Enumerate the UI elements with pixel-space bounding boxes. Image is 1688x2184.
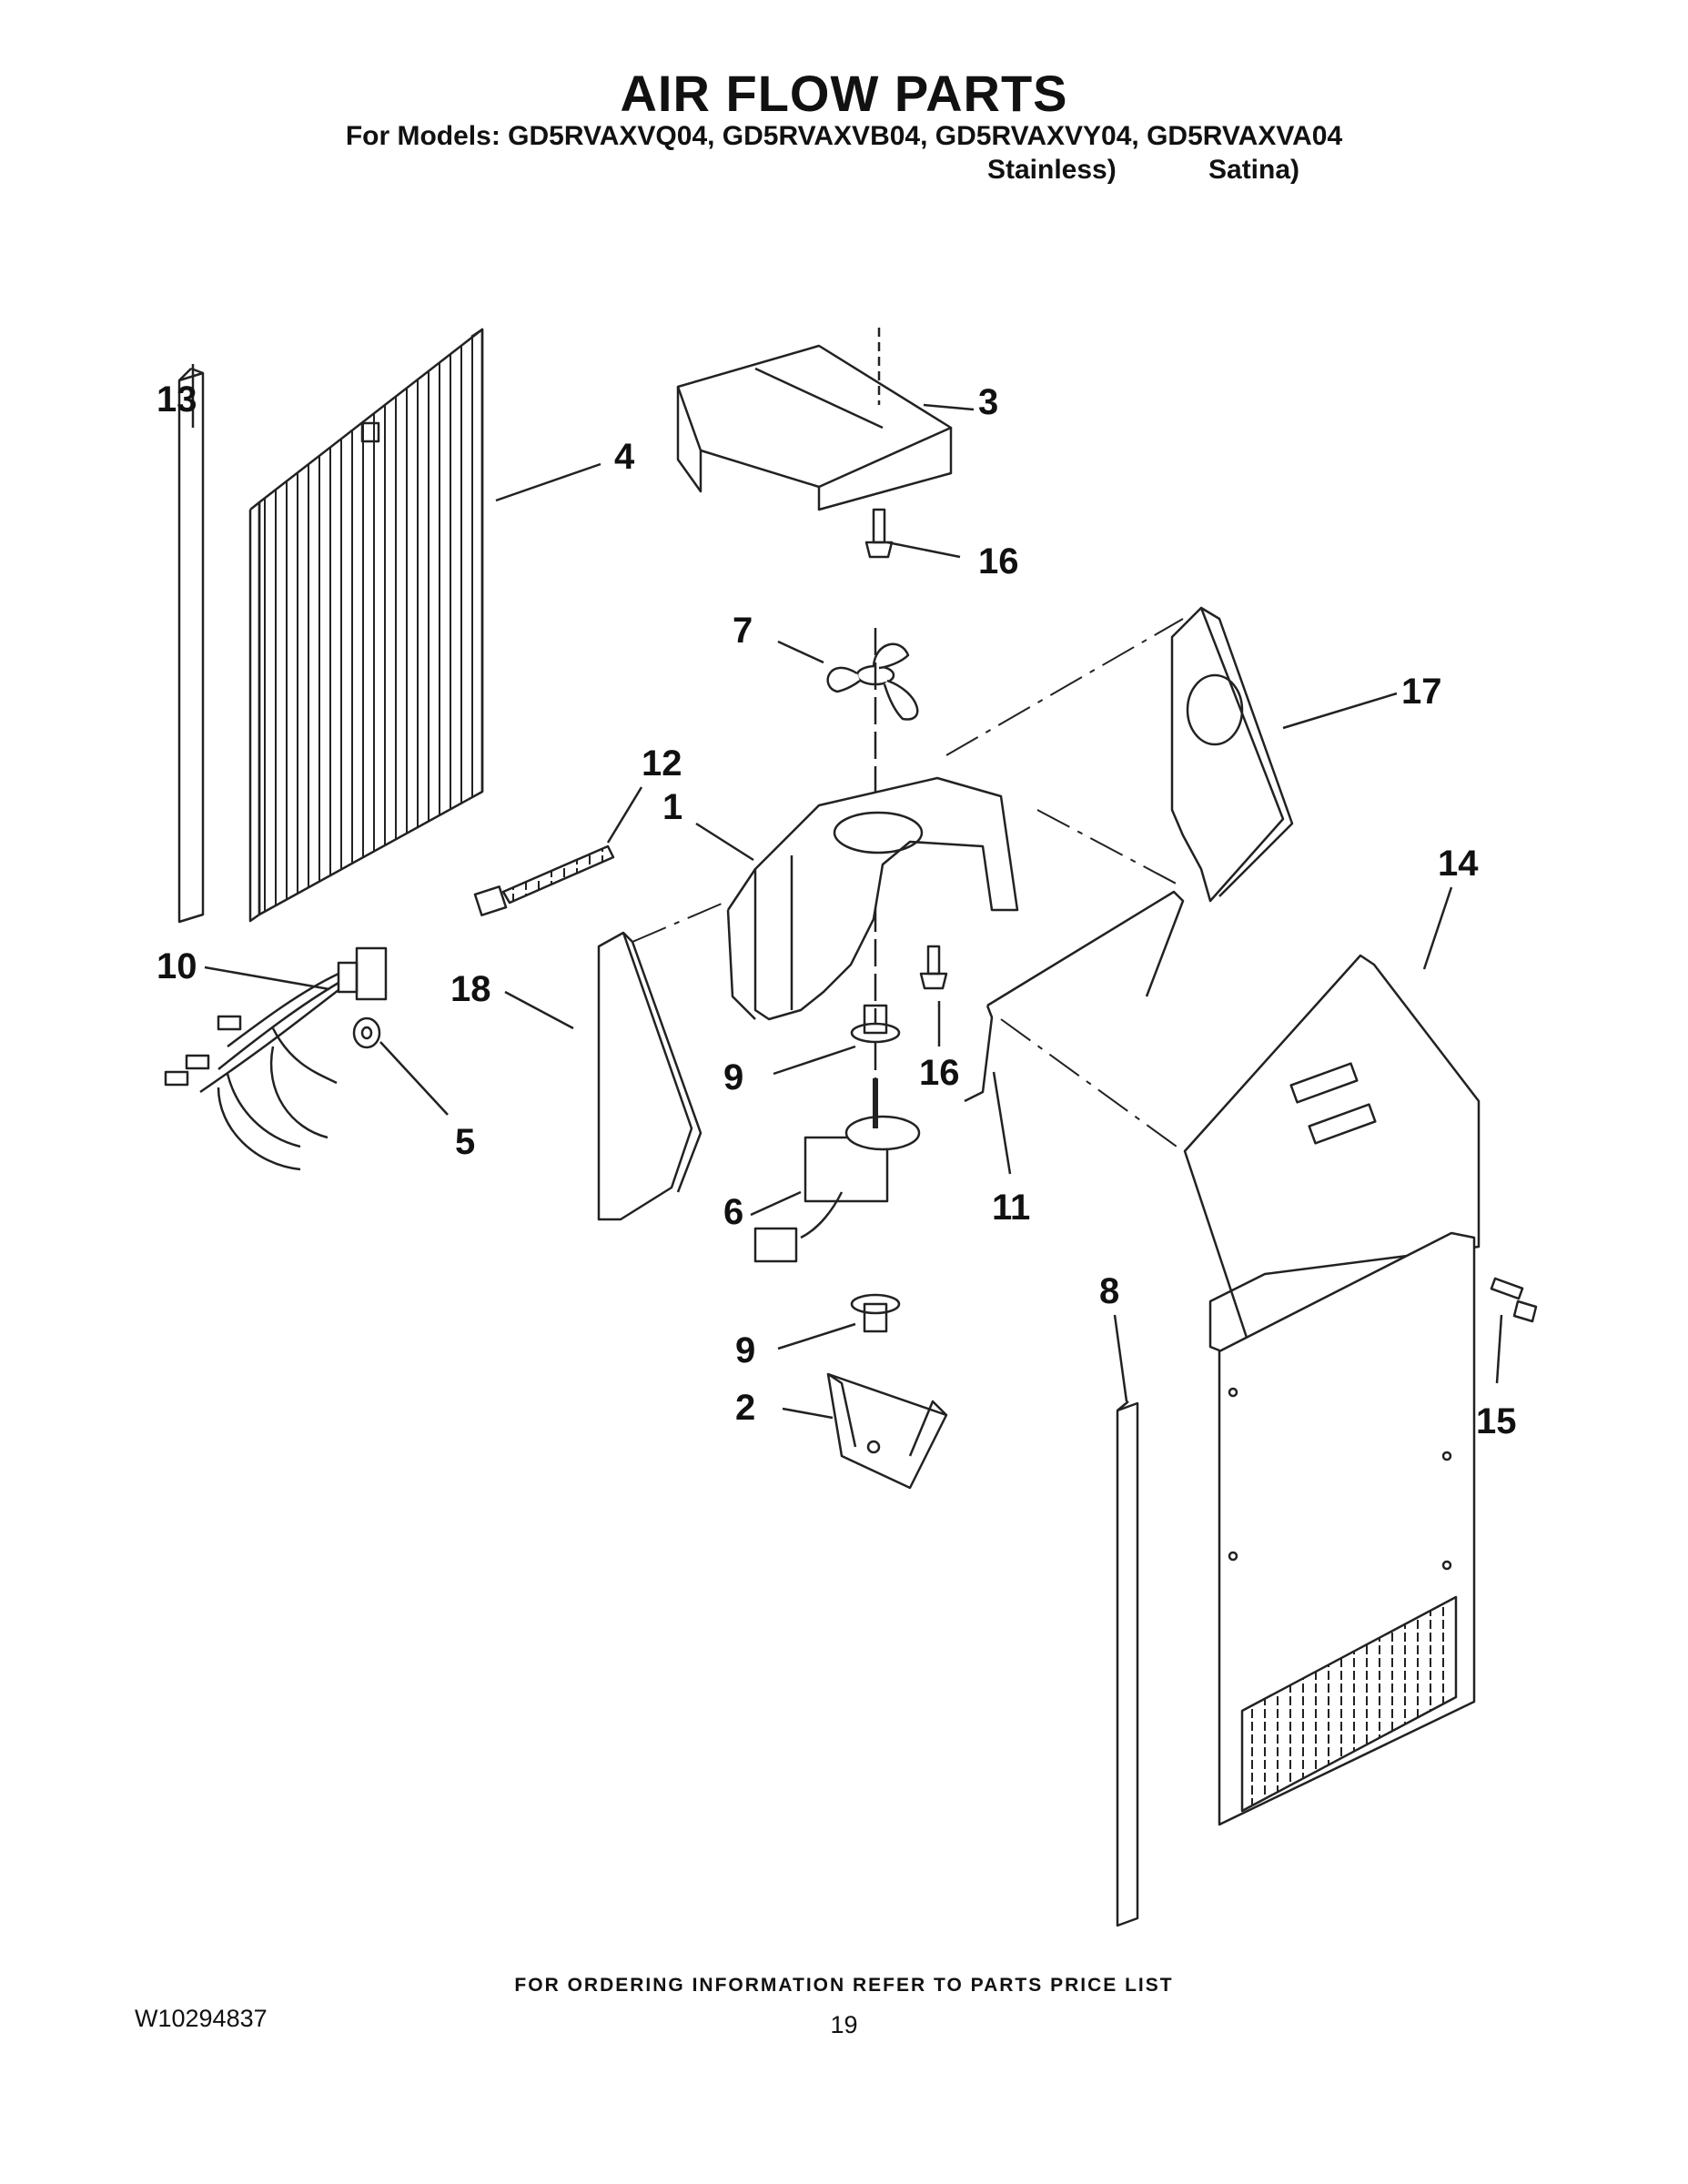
callout-9-lower: 9 (735, 1330, 755, 1370)
callout-13: 13 (157, 379, 197, 420)
callout-6: 6 (723, 1192, 743, 1232)
callout-9-upper: 9 (723, 1057, 743, 1097)
part-8-seal-strip (1116, 1400, 1139, 1927)
document-number: W10294837 (135, 2005, 268, 2032)
callout-leaders (191, 364, 1503, 1420)
models-line: For Models: GD5RVAXVQ04, GD5RVAXVB04, GD… (345, 121, 1343, 151)
finish-note-stainless: Stainless) (987, 155, 1117, 185)
callout-3: 3 (978, 382, 998, 422)
callout-16-top: 16 (978, 541, 1019, 581)
assembly-lines (632, 618, 1184, 1152)
callout-18: 18 (450, 969, 491, 1009)
part-18-baffle (597, 931, 702, 1221)
callout-15: 15 (1476, 1401, 1517, 1441)
callout-1: 1 (662, 787, 682, 827)
part-16-screw-middle (919, 945, 948, 990)
callout-5: 5 (455, 1122, 475, 1162)
callout-4: 4 (614, 437, 635, 477)
page-title: AIR FLOW PARTS (620, 65, 1068, 122)
part-14-air-duct-panel (1183, 954, 1481, 1826)
ordering-info-note: FOR ORDERING INFORMATION REFER TO PARTS … (514, 1975, 1174, 1996)
part-1-fan-housing (726, 776, 1019, 1021)
callout-2: 2 (735, 1388, 755, 1428)
part-6-fan-motor (753, 1078, 921, 1263)
callout-8: 8 (1099, 1271, 1119, 1311)
part-16-screw-top (864, 508, 894, 559)
callout-7: 7 (733, 611, 753, 651)
part-12-cable-tie (473, 844, 615, 916)
part-4-grille-panel (248, 328, 484, 923)
finish-note-satina: Satina) (1208, 155, 1300, 185)
callout-10: 10 (157, 946, 197, 986)
part-5-grommet (352, 1016, 381, 1049)
part-9-motor-mount-lower (850, 1293, 901, 1333)
callout-17: 17 (1401, 672, 1442, 712)
part-2-motor-bracket (826, 1372, 948, 1490)
page-number: 19 (830, 2011, 858, 2038)
callout-14: 14 (1438, 844, 1479, 884)
callout-16-middle: 16 (919, 1053, 960, 1093)
part-10-wire-harness (164, 946, 388, 1171)
part-7-fan-blade (826, 628, 919, 1183)
part-3-duct-cover (676, 328, 953, 511)
part-9-motor-mount-upper (850, 1004, 901, 1044)
part-11-wire-support (964, 890, 1185, 1103)
callout-12: 12 (642, 743, 682, 784)
part-17-baffle (1170, 606, 1294, 903)
callout-11: 11 (992, 1188, 1030, 1228)
part-15-screw (1490, 1277, 1538, 1323)
callout-labels: 13 4 3 16 7 17 12 1 14 10 18 16 9 5 6 11… (157, 379, 1517, 1441)
part-13-seal-strip (177, 367, 205, 924)
